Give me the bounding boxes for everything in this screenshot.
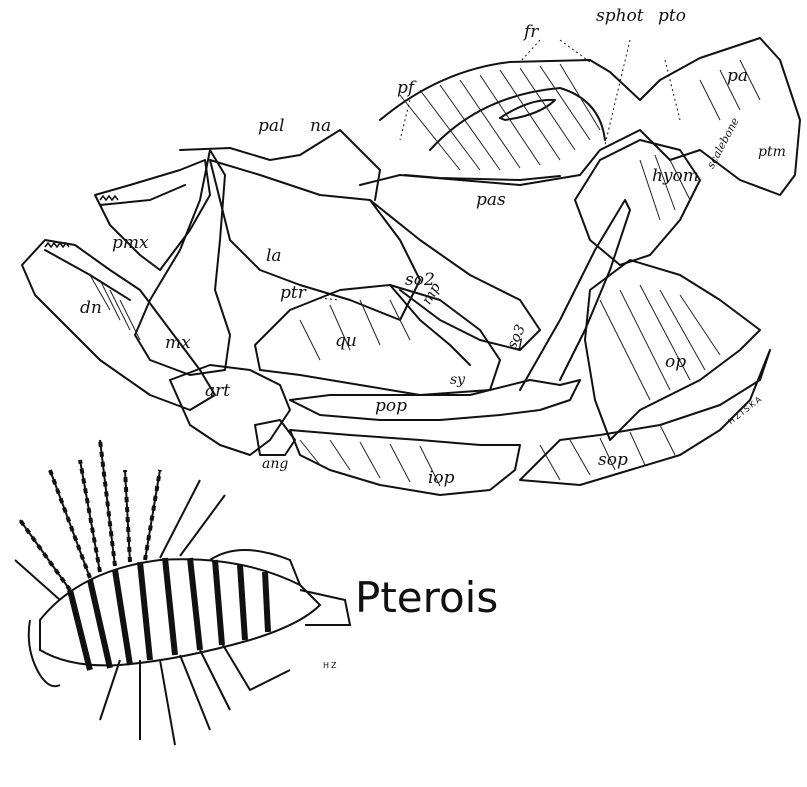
label-pf: pf (397, 80, 414, 97)
genus-title: Pterois (355, 573, 498, 622)
label-pto: pto (658, 8, 686, 25)
label-fr: fr (524, 24, 538, 41)
label-sop: sop (598, 452, 628, 469)
label-sphot: sphot (596, 8, 644, 25)
label-qu: qu (335, 333, 357, 350)
label-so1: 1 (516, 338, 525, 352)
label-pmx: pmx (112, 235, 149, 252)
label-ptr: ptr (280, 285, 306, 302)
label-ptm: ptm (758, 145, 786, 159)
label-pa: pa (727, 68, 748, 85)
label-sy: sy (450, 373, 465, 387)
label-na: na (310, 118, 331, 135)
label-la: la (266, 248, 282, 265)
label-pop: pop (375, 398, 407, 415)
fish-signature: HZ (323, 662, 339, 670)
label-pal: pal (258, 118, 284, 135)
label-iop: iop (428, 470, 455, 487)
lionfish-illustration (15, 440, 350, 745)
label-hyom: hyom (652, 168, 699, 185)
label-dn: dn (80, 300, 102, 317)
label-op: op (665, 354, 686, 371)
label-pas: pas (476, 192, 506, 209)
label-mx: mx (165, 335, 191, 352)
label-art: art (205, 383, 230, 400)
label-ang: ang (262, 457, 288, 471)
